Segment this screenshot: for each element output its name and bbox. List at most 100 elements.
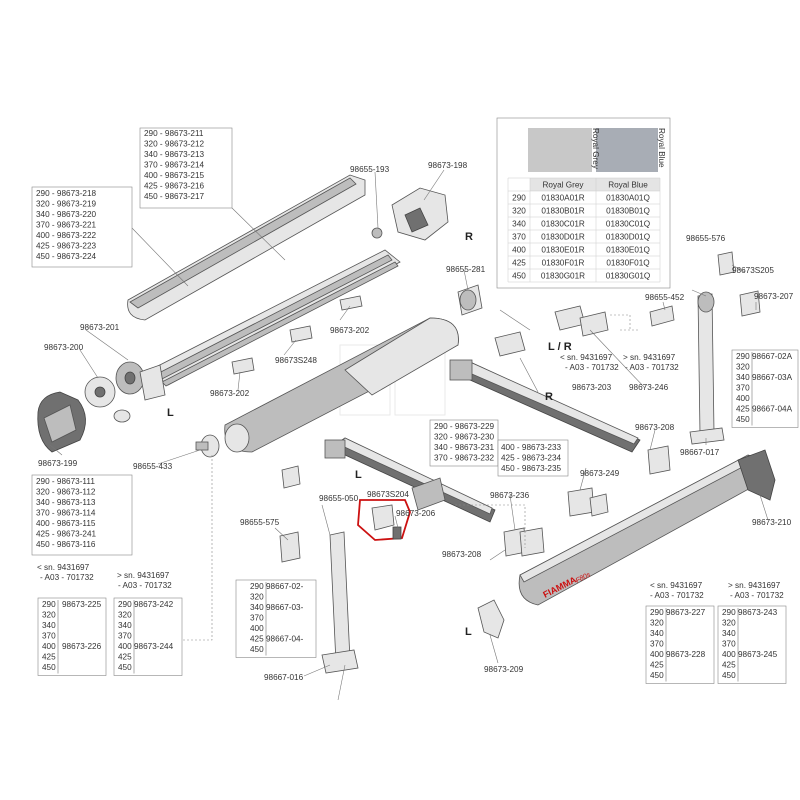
- table-header-bg: [530, 178, 660, 191]
- left-endcap: [115, 361, 166, 401]
- brace-size: 400: [42, 642, 56, 651]
- brace-size: 400: [250, 624, 264, 633]
- sn-a03-3: - A03 - 701732: [565, 363, 619, 372]
- brace-size: 450: [650, 671, 664, 680]
- fabric-cell: 400: [512, 246, 526, 255]
- brace-size: 340: [736, 373, 750, 382]
- brace-size: 450: [736, 415, 750, 424]
- list-entry: 400 - 98673-115: [36, 519, 96, 528]
- brace-size: 340: [250, 603, 264, 612]
- part-label: 98673-202: [210, 389, 250, 398]
- part-label: 98673-206: [396, 509, 436, 518]
- brace-size: 370: [118, 632, 132, 641]
- fabric-cell: 370: [512, 233, 526, 242]
- brace-size: 320: [650, 619, 664, 628]
- part-label-highlighted: 98673S204: [367, 490, 409, 499]
- list-entry: 340 - 98673-113: [36, 498, 96, 507]
- right-endcap-top: [371, 187, 449, 241]
- list-entry: 290 - 98673-218: [36, 189, 97, 198]
- brace-size: 320: [736, 363, 750, 372]
- fabric-cell: 290: [512, 194, 526, 203]
- part-label: 98673-246: [629, 383, 669, 392]
- fabric-cell: 01830E01Q: [606, 246, 650, 255]
- brace-size: 425: [250, 635, 264, 644]
- brace-code: 98673-227: [666, 608, 706, 617]
- brace-size: 290: [250, 582, 264, 591]
- leader-lines: [49, 169, 769, 677]
- royal-grey-swatch: [528, 128, 592, 172]
- brace-size: 425: [736, 405, 750, 414]
- brace-size: 340: [42, 621, 56, 630]
- royal-blue-swatch: [596, 128, 658, 172]
- fabric-cell: 425: [512, 259, 526, 268]
- sn-gt-3: > sn. 9431697: [728, 581, 781, 590]
- brace-code: 98673-225: [62, 600, 102, 609]
- sn-a03-6: - A03 - 701732: [730, 591, 784, 600]
- front-profile: [518, 449, 776, 606]
- list-entry: 425 - 98673-216: [144, 182, 205, 191]
- part-label: 98673-210: [752, 518, 792, 527]
- part-label: 98667-017: [680, 448, 720, 457]
- sn-lt-1: < sn. 9431697: [37, 563, 90, 572]
- part-label: 98655-281: [446, 265, 486, 274]
- list-entry: 450 - 98673-224: [36, 252, 97, 261]
- part-label: 98673-207: [754, 292, 794, 301]
- motor-gear: [84, 376, 131, 423]
- highlighted-bracket: [357, 499, 411, 541]
- sn-a03-2: - A03 - 701732: [118, 581, 172, 590]
- brace-size: 290: [42, 600, 56, 609]
- list-entry: 425 - 98673-223: [36, 242, 97, 251]
- small-brackets: [279, 251, 761, 639]
- brace-code: 98667-03A: [752, 373, 793, 382]
- brace-size: 450: [722, 671, 736, 680]
- brace-code: 98673-242: [134, 600, 174, 609]
- brace-tables: 29032034037040042545098673-22598673-2262…: [37, 349, 799, 684]
- brace-size: 320: [250, 593, 264, 602]
- brace-table-box: [235, 579, 317, 658]
- list-entry: 400 - 98673-233: [501, 443, 562, 452]
- fabric-header: Royal Blue: [608, 181, 648, 190]
- fabric-cell: 01830F01Q: [606, 259, 649, 268]
- brace-code: 98667-03-: [266, 603, 304, 612]
- brace-table-box: [717, 605, 787, 684]
- part-label: 98655-193: [350, 165, 390, 174]
- list-entry: 290 - 98673-229: [434, 422, 495, 431]
- list-entry: 340 - 98673-231: [434, 443, 495, 452]
- list-entry: 320 - 98673-212: [144, 140, 205, 149]
- brace-size: 340: [650, 629, 664, 638]
- side-letter: L: [167, 407, 174, 419]
- part-label: 98673-208: [635, 423, 675, 432]
- sn-a03-1: - A03 - 701732: [40, 573, 94, 582]
- left-arm: [324, 437, 496, 523]
- brace-size: 400: [736, 394, 750, 403]
- brace-size: 290: [118, 600, 132, 609]
- roller-gear-right: [457, 284, 483, 316]
- part-label: 98655-433: [133, 462, 173, 471]
- part-label: 98655-575: [240, 518, 280, 527]
- brace-size: 450: [118, 663, 132, 672]
- part-label: 98673-208: [442, 550, 482, 559]
- fabric-cell: 320: [512, 207, 526, 216]
- brace-size: 400: [650, 650, 664, 659]
- brace-size: 340: [722, 629, 736, 638]
- list-entry: 450 - 98673-116: [36, 540, 96, 549]
- fabric-cell: 340: [512, 220, 526, 229]
- sn-a03-4: - A03 - 701732: [625, 363, 679, 372]
- sn-lt-2: < sn. 9431697: [560, 353, 613, 362]
- arm-brackets-top: [494, 305, 609, 357]
- brace-size: 425: [650, 661, 664, 670]
- brace-table-box: [645, 605, 715, 684]
- side-letter: L: [465, 626, 472, 638]
- fabric-cell: 450: [512, 272, 526, 281]
- part-label: 98673-201: [80, 323, 120, 332]
- list-entry: 370 - 98673-114: [36, 509, 96, 518]
- sn-gt-2: > sn. 9431697: [623, 353, 676, 362]
- part-label: 98673S205: [732, 266, 774, 275]
- fabric-cell: 01830B01Q: [606, 207, 650, 216]
